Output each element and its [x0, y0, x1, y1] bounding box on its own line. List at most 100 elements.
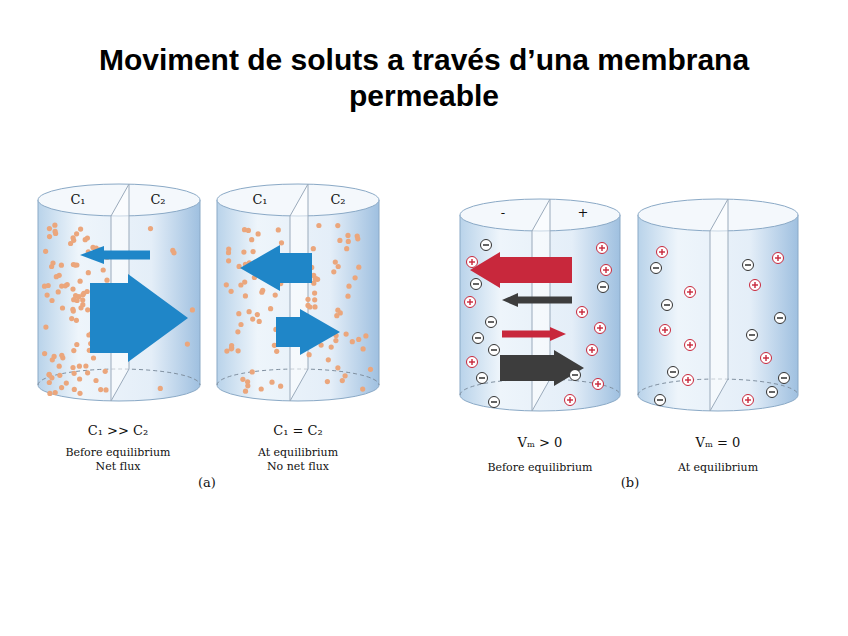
solute-dot — [56, 289, 61, 294]
solute-dot — [59, 263, 64, 268]
solute-dot — [49, 375, 54, 380]
cation-symbol — [685, 287, 696, 298]
solute-dot — [344, 332, 349, 337]
solute-dot — [71, 348, 76, 353]
solute-dot — [245, 379, 250, 384]
solute-dot — [305, 297, 310, 302]
solute-dot — [64, 381, 69, 386]
solute-dot — [60, 305, 65, 310]
cation-symbol — [683, 375, 694, 386]
solute-dot — [251, 249, 256, 254]
solute-dot — [50, 261, 55, 266]
caption-label: No net flux — [267, 460, 329, 473]
slide-title: Moviment de soluts a través d’una membra… — [40, 42, 808, 114]
solute-dot — [242, 280, 247, 285]
cation-symbol — [743, 395, 754, 406]
solute-dot — [77, 391, 82, 396]
solute-dot — [77, 364, 82, 369]
cation-symbol — [761, 353, 772, 364]
caption-label: Net flux — [96, 460, 141, 473]
flux-arrow — [240, 245, 312, 291]
solute-dot — [345, 233, 350, 238]
solute-dot — [47, 226, 52, 231]
caption-label: C₁ = C₂ — [273, 424, 322, 437]
solute-dot — [74, 342, 79, 347]
anion-symbol — [473, 333, 484, 344]
solute-dot — [313, 277, 318, 282]
anion-symbol — [651, 263, 662, 274]
flux-arrow — [470, 252, 572, 288]
membrane — [710, 199, 728, 411]
flux-arrow — [502, 327, 566, 341]
solute-dot — [158, 386, 163, 391]
solute-dot — [83, 237, 88, 242]
solute-dot — [226, 247, 231, 252]
caption-label: At equilibrium — [258, 446, 338, 459]
solute-dot — [78, 227, 83, 232]
solute-dot — [74, 231, 79, 236]
cation-symbol — [467, 357, 478, 368]
caption-label: Before equilibrium — [487, 461, 592, 474]
solute-dot — [75, 298, 80, 303]
solute-dot — [355, 236, 360, 241]
solute-dot — [171, 250, 176, 255]
anion-symbol — [668, 367, 679, 378]
anion-symbol — [767, 387, 778, 398]
anion-symbol — [481, 240, 492, 251]
solute-dot — [333, 260, 338, 265]
anion-symbol — [570, 370, 581, 381]
flux-arrow — [276, 309, 340, 355]
solute-dot — [260, 288, 265, 293]
solute-dot — [350, 339, 355, 344]
cylinder — [217, 184, 379, 401]
anion-symbol — [747, 330, 758, 341]
solute-dot — [268, 306, 273, 311]
cation-symbol — [597, 243, 608, 254]
solute-dot — [278, 384, 283, 389]
anion-symbol — [598, 282, 609, 293]
solute-dot — [59, 353, 64, 358]
solute-dot — [72, 371, 77, 376]
solute-dot — [80, 302, 85, 307]
solute-dot — [279, 240, 284, 245]
solute-dot — [335, 365, 340, 370]
cation-symbol — [750, 280, 761, 291]
anion-symbol — [486, 317, 497, 328]
solute-dot — [247, 309, 252, 314]
solute-dot — [236, 311, 241, 316]
caption-label: Before equilibrium — [65, 446, 170, 459]
solute-dot — [93, 378, 98, 383]
caption-label: At equilibrium — [678, 461, 758, 474]
solute-dot — [224, 349, 229, 354]
caption-label: C₁ — [70, 193, 85, 206]
solute-dot — [316, 223, 321, 228]
anion-symbol — [779, 373, 790, 384]
flux-arrow — [90, 274, 188, 362]
caption-label: + — [578, 206, 589, 219]
cation-symbol — [657, 247, 668, 258]
solute-dot — [335, 223, 340, 228]
solute-dot — [83, 363, 88, 368]
solute-dot — [336, 264, 341, 269]
caption-label: C₂ — [330, 193, 345, 206]
solute-dot — [59, 284, 64, 289]
solute-dot — [312, 291, 317, 296]
solute-dot — [49, 298, 54, 303]
caption-label: Vₘ = 0 — [696, 436, 741, 449]
anion-symbol — [471, 279, 482, 290]
cation-symbol — [467, 257, 478, 268]
solute-dot — [57, 373, 62, 378]
solute-dot — [53, 390, 58, 395]
flux-arrow — [80, 246, 150, 264]
solute-dot — [59, 385, 64, 390]
solute-dot — [70, 287, 75, 292]
anion-symbol — [655, 395, 666, 406]
solute-dot — [229, 343, 234, 348]
solute-dot — [43, 249, 48, 254]
solute-dot — [361, 346, 366, 351]
caption-label: C₂ — [150, 193, 165, 206]
solute-dot — [86, 270, 91, 275]
solute-dot — [98, 387, 103, 392]
solute-dot — [343, 373, 348, 378]
solute-dot — [243, 389, 248, 394]
